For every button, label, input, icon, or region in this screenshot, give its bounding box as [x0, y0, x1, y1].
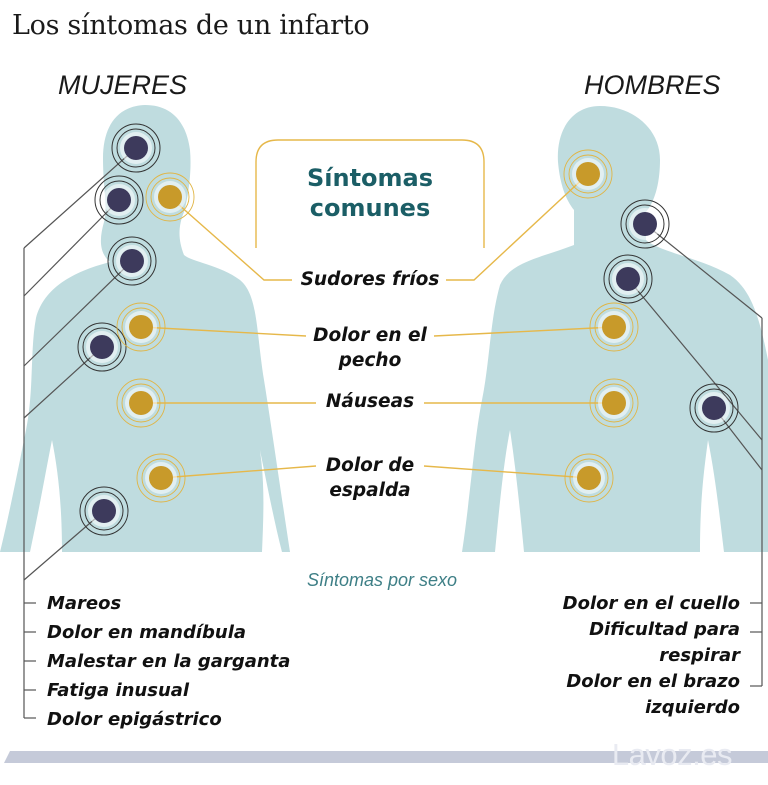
common-item-back-pain: Dolor de espalda	[255, 453, 485, 503]
marker-epigastric-pain	[79, 486, 129, 536]
men-symptom-item: Dificultad para respirar	[589, 619, 740, 666]
men-symptom-item: Dolor en el cuello	[562, 593, 740, 614]
common-item-line: Sudores fríos	[300, 269, 440, 290]
common-item-nausea: Náuseas	[255, 389, 485, 414]
common-item-line: espalda	[329, 480, 411, 501]
footer-bar	[4, 751, 768, 763]
common-item-line: Náuseas	[325, 391, 415, 412]
marker-throat-discomfort	[107, 236, 157, 286]
marker-left-arm-pain	[689, 383, 739, 433]
women-symptom-item: Dolor en mandíbula	[47, 622, 247, 643]
page-title: Los síntomas de un infarto	[12, 10, 370, 41]
women-symptom-item: Fatiga inusual	[47, 680, 190, 701]
women-symptom-item: Malestar en la garganta	[47, 651, 291, 672]
brand-logo: Lavoz.es	[611, 737, 733, 772]
men-symptom-item: Dolor en el brazo izquierdo	[566, 671, 740, 718]
common-item-line: Dolor en el	[313, 325, 427, 346]
common-item-chest-pain: Dolor en el pecho	[255, 323, 485, 373]
women-symptom-list: Mareos Dolor en mandíbula Malestar en la…	[47, 591, 290, 736]
marker-breathing-difficulty	[603, 254, 653, 304]
marker-cold-sweats	[145, 172, 195, 222]
marker-nausea	[116, 378, 166, 428]
marker-back-pain	[136, 453, 186, 503]
women-symptom-item: Mareos	[47, 593, 122, 614]
symptoms-by-sex-label: Síntomas por sexo	[306, 570, 458, 590]
common-item-line: pecho	[338, 350, 402, 371]
common-item-cold-sweats: Sudores fríos	[255, 267, 485, 292]
common-item-line: Dolor de	[325, 455, 415, 476]
marker-nausea	[589, 378, 639, 428]
marker-dizziness	[111, 123, 161, 173]
women-symptom-item: Dolor epigástrico	[47, 709, 222, 730]
marker-chest-pain	[589, 302, 639, 352]
marker-chest-pain	[116, 302, 166, 352]
men-label: HOMBRES	[584, 70, 721, 100]
common-heading-line2: comunes	[309, 194, 431, 222]
men-symptom-list: Dolor en el cuello Dificultad para respi…	[480, 591, 740, 721]
marker-unusual-fatigue	[77, 322, 127, 372]
marker-back-pain	[564, 453, 614, 503]
common-heading-line1: Síntomas	[306, 164, 434, 192]
marker-neck-pain	[620, 199, 670, 249]
common-symptoms-heading: Síntomas comunes	[280, 163, 460, 223]
women-label: MUJERES	[58, 70, 188, 100]
marker-jaw-pain	[94, 175, 144, 225]
marker-cold-sweats	[563, 149, 613, 199]
